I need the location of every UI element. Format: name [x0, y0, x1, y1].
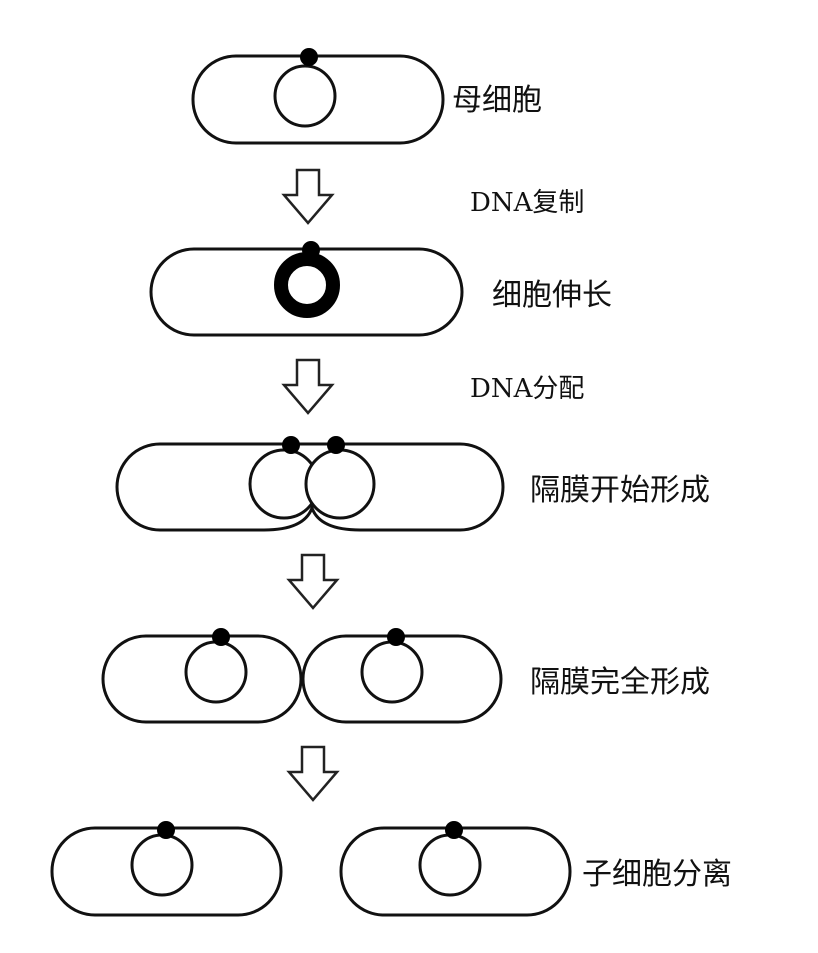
stage-septum-complete: 隔膜完全形成 — [101, 628, 710, 724]
step-label-dna-segregation: DNA分配 — [470, 374, 584, 404]
stage-septum-begin: 隔膜开始形成 — [115, 436, 710, 532]
stage-label-daughter-separation: 子细胞分离 — [582, 857, 732, 892]
replication-origin-dot — [300, 48, 318, 66]
step-label-dna-replication: DNA复制 — [470, 188, 584, 218]
chromosome-ring-right — [304, 448, 376, 520]
stage-label-septum-complete: 隔膜完全形成 — [530, 665, 710, 700]
stage-daughter-separation: 子细胞分离 — [50, 821, 732, 917]
chromosome-ring-left — [130, 833, 194, 897]
stage-cell-elongation: 细胞伸长 — [149, 241, 612, 337]
stage-label-mother-cell: 母细胞 — [452, 83, 542, 118]
replication-origin-dot-right — [327, 436, 345, 454]
replication-origin-dot-right — [387, 628, 405, 646]
stage-label-cell-elongation: 细胞伸长 — [492, 278, 612, 313]
process-arrow-3 — [286, 553, 340, 610]
replication-origin-dot-left — [212, 628, 230, 646]
stage-label-septum-begin: 隔膜开始形成 — [530, 473, 710, 508]
replication-origin-dot-right — [445, 821, 463, 839]
replication-origin-dot — [302, 241, 320, 259]
chromosome-ring-left — [184, 640, 248, 704]
stage-mother-cell: 母细胞 — [191, 48, 542, 145]
replicated-chromosome-ring — [274, 252, 340, 318]
process-arrow-1 — [281, 168, 335, 225]
chromosome-ring-right — [360, 640, 424, 704]
process-arrow-4 — [286, 745, 340, 802]
replication-origin-dot-left — [282, 436, 300, 454]
replication-origin-dot-left — [157, 821, 175, 839]
chromosome-ring — [273, 64, 337, 128]
chromosome-ring-right — [418, 833, 482, 897]
process-arrow-2 — [281, 358, 335, 415]
